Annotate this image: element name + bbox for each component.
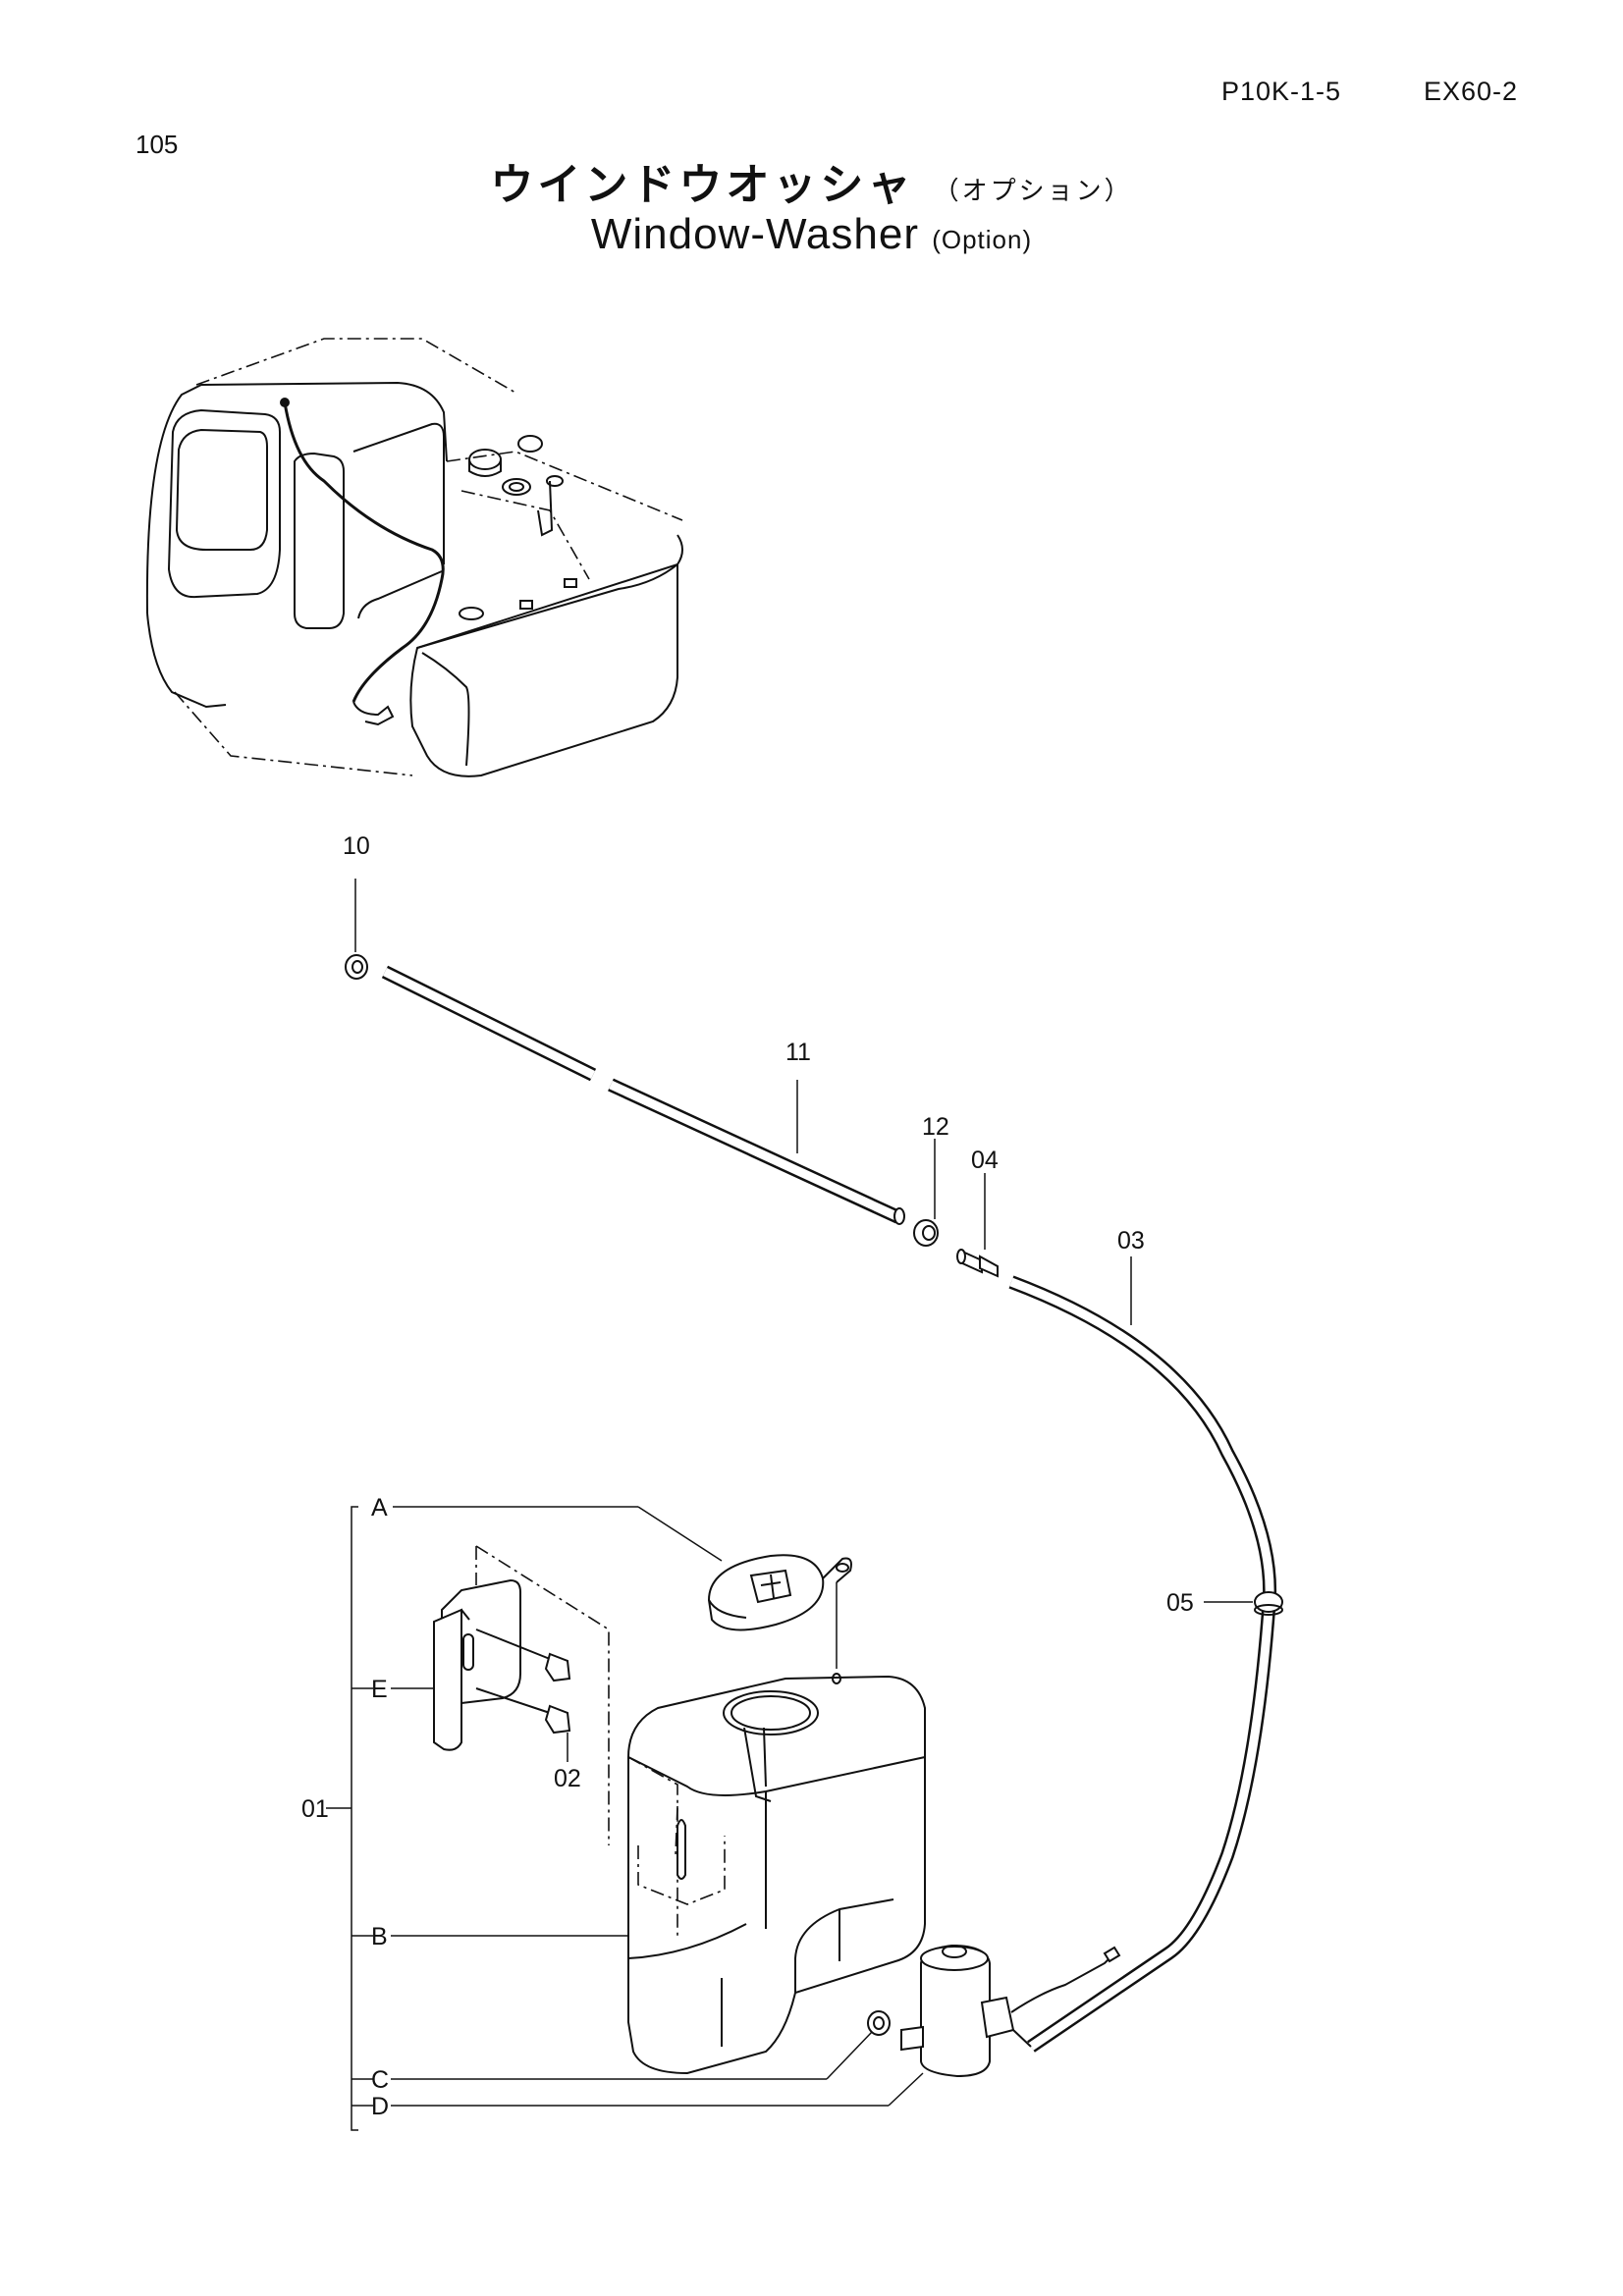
page-number: 105	[135, 130, 179, 159]
part-05-clip	[1254, 1591, 1283, 1613]
callout-01: 01	[301, 1795, 329, 1823]
callout-04: 04	[971, 1147, 999, 1174]
part-d-pump	[900, 1944, 1121, 2078]
machine-overview-illustration	[145, 338, 683, 777]
model-code: EX60-2	[1424, 77, 1519, 106]
callout-02: 02	[554, 1765, 581, 1792]
callout-10: 10	[343, 832, 370, 860]
title-japanese-main: ウインドウオッシャ	[490, 160, 915, 210]
part-e-bracket	[433, 1545, 610, 1845]
callout-d: D	[371, 2093, 389, 2120]
callout-c: C	[371, 2066, 389, 2094]
callout-b: B	[371, 1923, 388, 1950]
callout-03: 03	[1117, 1227, 1145, 1255]
callout-11: 11	[785, 1039, 811, 1066]
part-b-tank	[627, 1675, 926, 2075]
callout-12: 12	[922, 1113, 949, 1141]
title-japanese-option: （オプション）	[933, 177, 1133, 206]
title-japanese: ウインドウオッシャ （オプション）	[0, 149, 1623, 212]
upper-hose-assembly	[345, 879, 999, 1278]
title-english-main: Window-Washer	[590, 210, 919, 258]
title-english-option: (Option)	[932, 225, 1033, 254]
callout-05: 05	[1166, 1589, 1194, 1617]
callout-a: A	[371, 1494, 388, 1522]
title-english: Window-Washer (Option)	[0, 210, 1623, 259]
callout-leaders	[326, 1506, 924, 2131]
part-code: P10K-1-5	[1221, 77, 1342, 106]
part-04-connector	[956, 1249, 999, 1278]
long-hose-assembly	[1008, 1256, 1283, 2053]
callout-e: E	[371, 1676, 388, 1703]
part-a-cap	[707, 1554, 852, 1684]
part-c-washer	[867, 2010, 891, 2036]
part-03-hose	[1008, 1275, 1277, 2053]
washer-tank-assembly	[627, 1675, 926, 2075]
part-10-nozzle	[345, 954, 368, 980]
part-02-bolts	[475, 1629, 571, 1762]
